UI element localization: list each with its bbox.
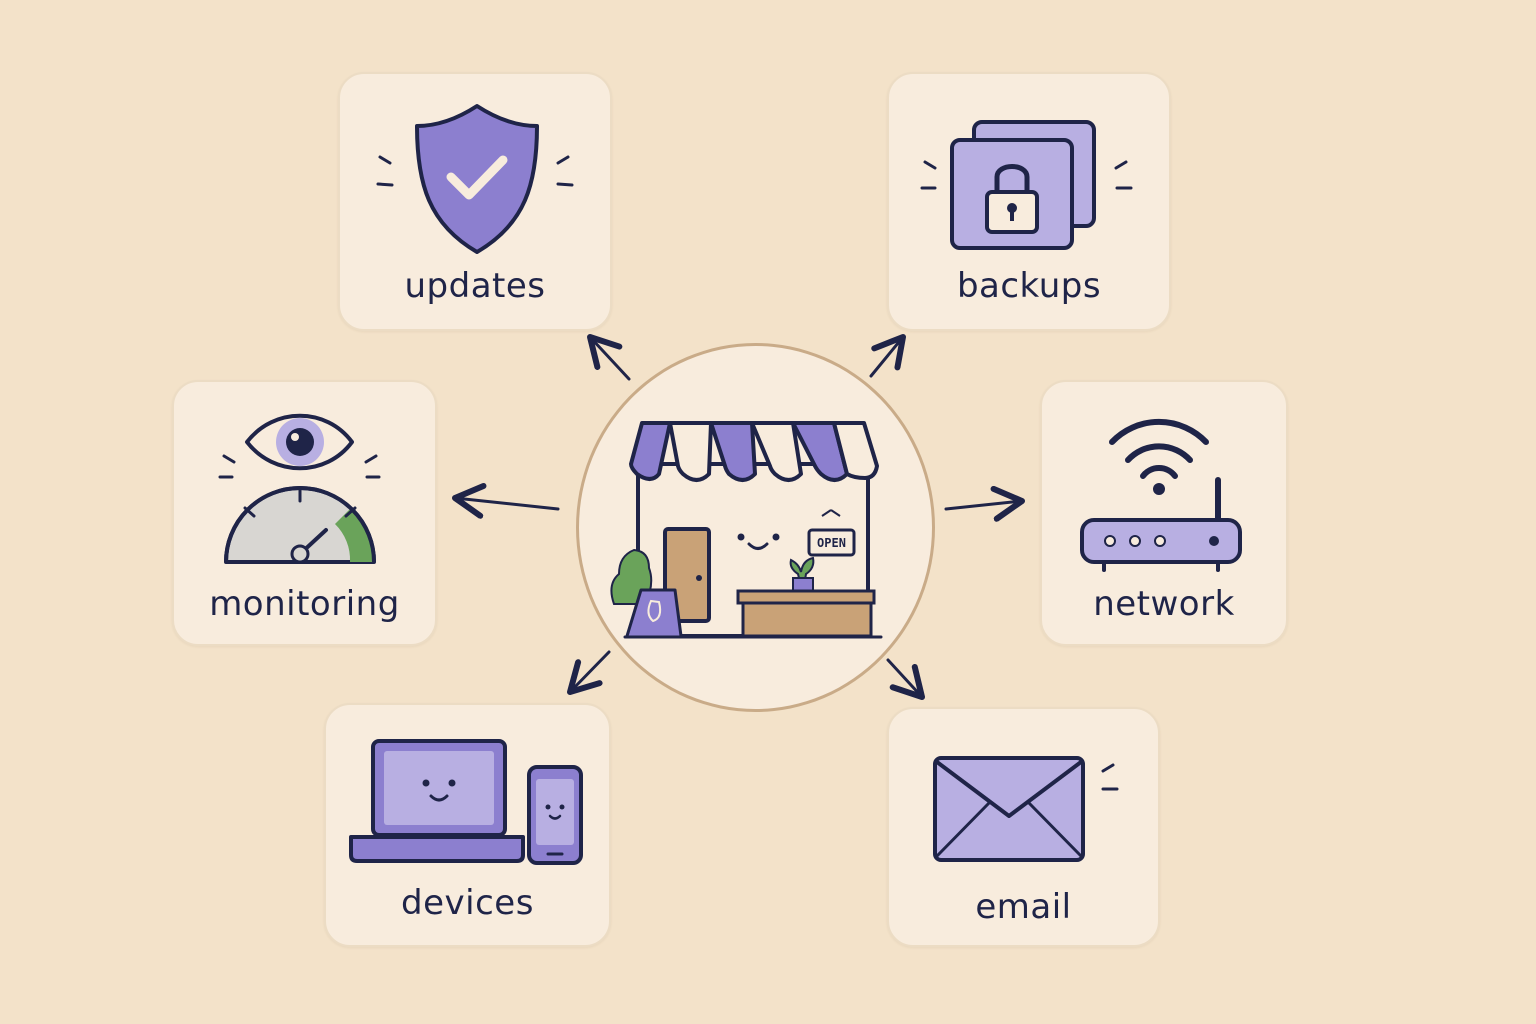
email-label: email bbox=[975, 887, 1072, 927]
arrow-to-monitoring bbox=[452, 482, 560, 519]
envelope-icon bbox=[933, 756, 1119, 862]
open-sign-text: OPEN bbox=[817, 536, 846, 550]
arrow-to-backups bbox=[869, 334, 906, 378]
email-card[interactable]: email bbox=[887, 707, 1160, 947]
arrow-to-network bbox=[944, 485, 1025, 522]
backups-label: backups bbox=[956, 266, 1102, 306]
router-icon bbox=[1080, 418, 1242, 572]
shield-check-icon bbox=[376, 104, 574, 254]
eye-gauge-icon bbox=[218, 413, 381, 564]
backups-card[interactable]: backups bbox=[887, 72, 1171, 331]
devices-label: devices bbox=[401, 883, 534, 923]
locked-files-icon bbox=[920, 120, 1133, 250]
arrow-to-updates bbox=[587, 334, 631, 381]
center-shop-circle: OPEN bbox=[576, 343, 935, 712]
updates-label: updates bbox=[404, 266, 546, 306]
network-card[interactable]: network bbox=[1040, 380, 1288, 646]
monitoring-label: monitoring bbox=[209, 584, 400, 624]
monitoring-card[interactable]: monitoring bbox=[172, 380, 437, 646]
shop-icon: OPEN bbox=[610, 421, 883, 639]
updates-card[interactable]: updates bbox=[338, 72, 612, 331]
arrow-to-devices bbox=[567, 650, 611, 695]
devices-card[interactable]: devices bbox=[324, 703, 611, 947]
network-label: network bbox=[1093, 584, 1235, 624]
laptop-phone-icon bbox=[349, 739, 583, 865]
arrow-to-email bbox=[886, 658, 925, 700]
